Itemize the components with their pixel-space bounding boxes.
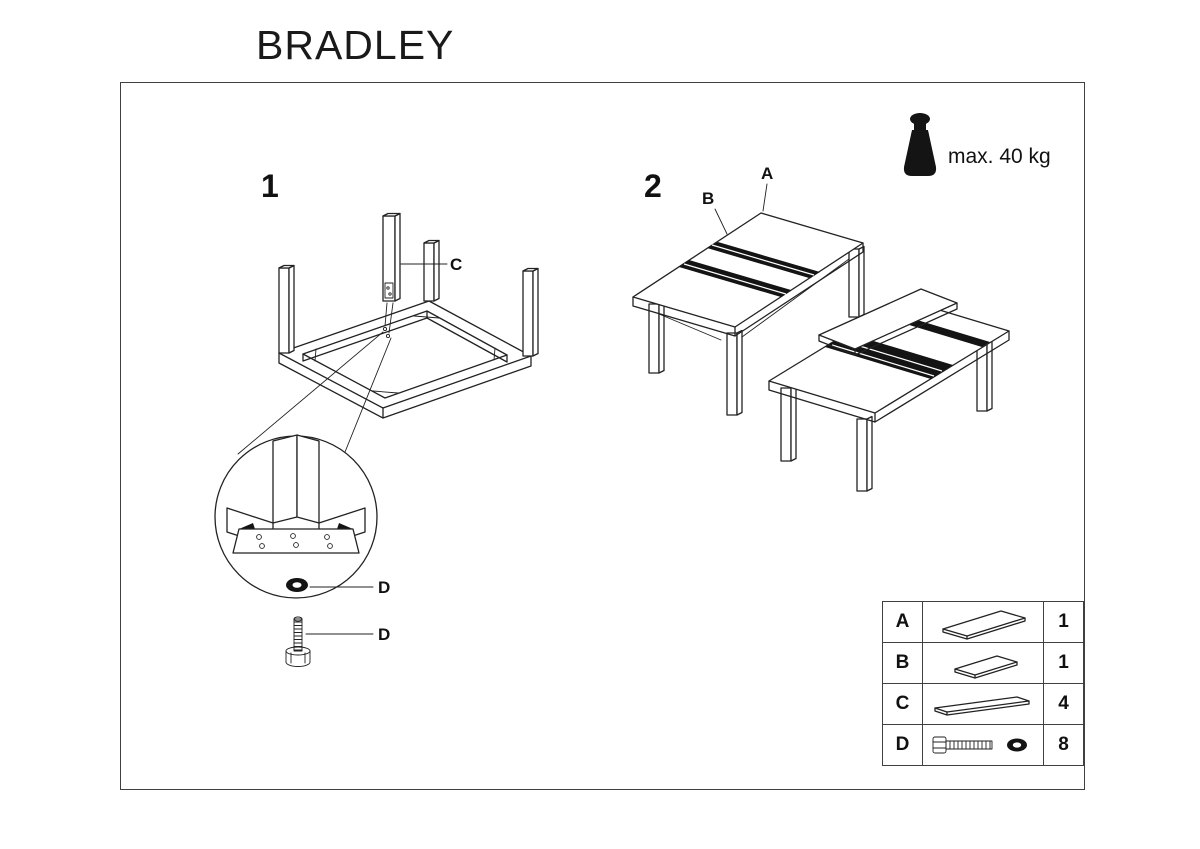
part-letter: D [882,724,923,766]
parts-row-b: B 1 [882,642,1084,684]
instruction-sheet-frame: 1 [120,82,1085,790]
part-qty: 1 [1043,601,1084,643]
table-closed-drawing [632,212,865,416]
table-open-drawing [768,288,1010,492]
part-letter: C [882,683,923,725]
magnifier-line [344,337,392,453]
part-letter: B [882,642,923,684]
extension-leaf-label: B [702,189,714,208]
step-2-number: 2 [644,168,662,204]
table-leg-icon [934,696,1030,716]
detached-leg-drawing [382,212,401,334]
magnified-detail-circle [214,434,378,599]
part-qty: 8 [1043,724,1084,766]
mounting-hole [382,326,388,332]
washer-drawing [286,578,308,592]
weight-icon [903,113,937,176]
corner-bracket-plate [232,528,360,554]
washer-label: D [378,578,390,597]
table-frame-drawing [278,300,532,419]
parts-row-c: C 4 [882,683,1084,725]
weight-limit-label: max. 40 kg [948,145,1051,168]
parts-row-a: A 1 [882,601,1084,643]
page-title: BRADLEY [256,22,455,68]
step-2-diagram: 2 A B [632,164,1010,492]
parts-row-d: D 8 [882,724,1084,766]
extension-leaf-icon [954,655,1018,679]
step-1-diagram: 1 [214,168,539,667]
part-qty: 1 [1043,642,1084,684]
tabletop-label: A [761,164,773,183]
tabletop-panel-icon [942,610,1026,640]
weight-limit: max. 40 kg [903,113,1051,176]
parts-table: A 1 B 1 C [882,601,1084,766]
part-letter: A [882,601,923,643]
leaf-label-leader-line [714,208,728,235]
step-1-number: 1 [261,168,279,204]
leg-label: C [450,255,462,274]
magnifier-line [237,331,384,455]
assembly-diagram: 1 [214,113,1051,667]
mounting-hole [385,333,391,339]
attached-legs-drawing [278,239,539,357]
part-qty: 4 [1043,683,1084,725]
bolt-and-washer-icon [932,736,1027,754]
tabletop-label-leader-line [762,183,768,212]
bolt-label: D [378,625,390,644]
bolt-drawing [285,616,311,667]
